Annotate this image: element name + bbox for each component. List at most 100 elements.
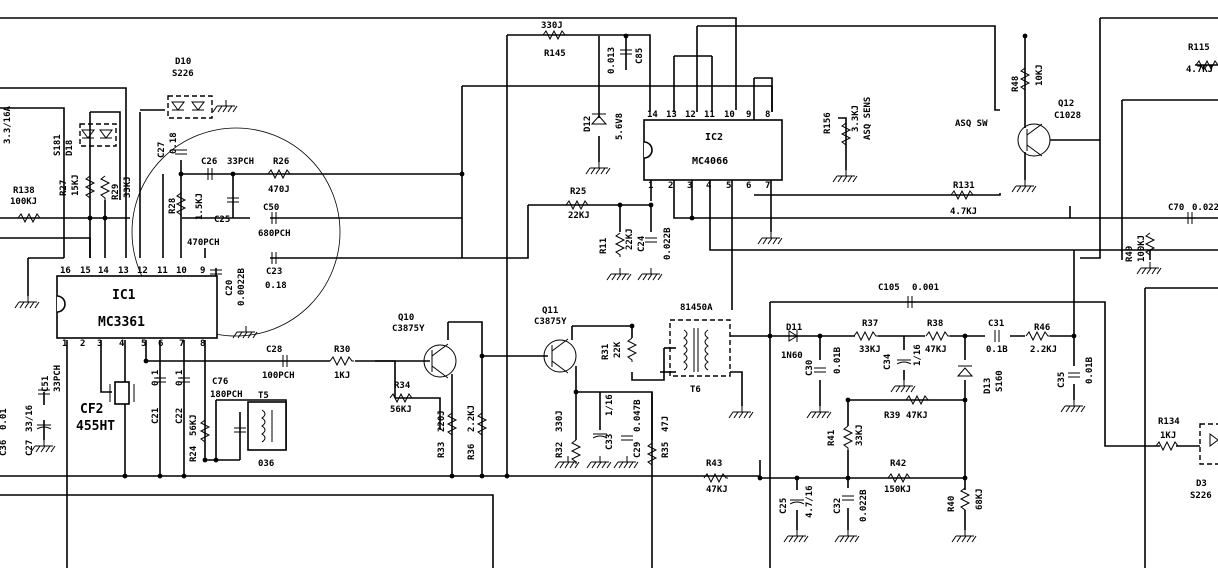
svg-text:C1028: C1028 [1054, 111, 1081, 121]
highlight-circle [131, 127, 341, 337]
svg-text:56KJ: 56KJ [189, 414, 199, 436]
svg-text:C21: C21 [151, 408, 161, 424]
svg-text:R156: R156 [823, 112, 833, 134]
svg-text:13: 13 [666, 110, 677, 120]
svg-text:1/16: 1/16 [605, 394, 615, 416]
svg-text:3.3/16A: 3.3/16A [3, 105, 13, 144]
svg-text:C35: C35 [1057, 372, 1067, 388]
svg-text:Q10: Q10 [398, 313, 414, 323]
svg-text:R31: R31 [601, 344, 611, 360]
svg-text:3.3KJ: 3.3KJ [851, 105, 861, 132]
svg-text:680PCH: 680PCH [258, 229, 291, 239]
svg-text:47KJ: 47KJ [925, 345, 947, 355]
svg-text:C29: C29 [633, 442, 643, 458]
svg-text:47J: 47J [661, 416, 671, 432]
svg-text:13: 13 [118, 266, 129, 276]
svg-text:036: 036 [258, 459, 274, 469]
svg-text:C36: C36 [0, 440, 9, 456]
svg-text:R38: R38 [927, 319, 943, 329]
svg-text:9: 9 [200, 266, 205, 276]
svg-text:C25: C25 [779, 498, 789, 514]
svg-text:33PCH: 33PCH [227, 157, 254, 167]
svg-text:0.022B: 0.022B [663, 227, 673, 260]
svg-text:D3: D3 [1196, 479, 1207, 489]
svg-text:47KJ: 47KJ [706, 485, 728, 495]
svg-text:7: 7 [179, 339, 184, 349]
svg-text:4: 4 [706, 181, 712, 191]
svg-text:10: 10 [176, 266, 187, 276]
svg-text:R134: R134 [1158, 417, 1180, 427]
svg-text:0.022B: 0.022B [859, 489, 869, 522]
svg-text:16: 16 [60, 266, 71, 276]
svg-text:5.6V8: 5.6V8 [615, 113, 625, 140]
svg-text:0.001: 0.001 [912, 283, 939, 293]
svg-text:C3875Y: C3875Y [534, 317, 567, 327]
svg-text:12: 12 [685, 110, 696, 120]
svg-text:8: 8 [200, 339, 205, 349]
svg-text:C34: C34 [883, 353, 893, 370]
svg-text:33KJ: 33KJ [123, 176, 133, 198]
svg-text:R34: R34 [394, 381, 411, 391]
svg-text:R43: R43 [706, 459, 722, 469]
svg-text:22KJ: 22KJ [568, 211, 590, 221]
svg-text:81450A: 81450A [680, 303, 713, 313]
svg-text:15KJ: 15KJ [71, 174, 81, 196]
svg-text:C31: C31 [988, 319, 1004, 329]
svg-text:C27: C27 [25, 440, 35, 456]
svg-text:14: 14 [647, 110, 658, 120]
svg-text:2: 2 [668, 181, 673, 191]
svg-text:IC2: IC2 [705, 132, 723, 143]
svg-text:9: 9 [746, 110, 751, 120]
svg-text:150KJ: 150KJ [884, 485, 911, 495]
svg-text:7: 7 [765, 181, 770, 191]
svg-text:C28: C28 [266, 345, 282, 355]
svg-text:33KJ: 33KJ [859, 345, 881, 355]
svg-text:C76: C76 [212, 377, 228, 387]
transistors [423, 123, 1051, 379]
svg-text:R26: R26 [273, 157, 289, 167]
svg-text:4.7KJ: 4.7KJ [1186, 65, 1213, 75]
svg-text:R30: R30 [334, 345, 350, 355]
svg-text:22KJ: 22KJ [625, 228, 635, 250]
svg-text:ASQ SENS: ASQ SENS [863, 97, 873, 140]
svg-text:33/16: 33/16 [25, 405, 35, 432]
svg-text:T6: T6 [690, 385, 701, 395]
svg-text:C50: C50 [263, 203, 279, 213]
resistors [17, 30, 1218, 513]
svg-text:MC3361: MC3361 [98, 315, 145, 330]
svg-text:C24: C24 [637, 235, 647, 252]
svg-text:C26: C26 [201, 157, 217, 167]
svg-text:180PCH: 180PCH [210, 390, 243, 400]
svg-text:3: 3 [687, 181, 692, 191]
svg-text:C20: C20 [225, 280, 235, 296]
svg-text:R115: R115 [1188, 43, 1210, 53]
svg-text:0.1B: 0.1B [986, 345, 1008, 355]
svg-text:ASQ SW: ASQ SW [955, 119, 988, 129]
svg-text:S160: S160 [995, 370, 1005, 392]
svg-text:R11: R11 [599, 238, 609, 254]
svg-text:C23: C23 [266, 267, 282, 277]
svg-text:Q12: Q12 [1058, 99, 1074, 109]
svg-text:R46: R46 [1034, 323, 1050, 333]
svg-text:1/16: 1/16 [913, 344, 923, 366]
svg-text:10KJ: 10KJ [1035, 64, 1045, 86]
transformers [109, 319, 731, 451]
svg-text:330J: 330J [555, 410, 565, 432]
svg-text:C25: C25 [214, 215, 230, 225]
svg-text:R35: R35 [661, 442, 671, 458]
svg-text:10: 10 [724, 110, 735, 120]
svg-text:330J: 330J [541, 21, 563, 31]
svg-text:C33: C33 [605, 434, 615, 450]
svg-text:R27: R27 [59, 180, 69, 196]
svg-text:12: 12 [137, 266, 148, 276]
wires [0, 17, 1218, 568]
svg-text:D18: D18 [65, 140, 75, 156]
svg-text:1: 1 [648, 181, 653, 191]
svg-text:220J: 220J [437, 410, 447, 432]
svg-text:0.18: 0.18 [169, 132, 179, 154]
svg-text:0.0022B: 0.0022B [237, 267, 247, 306]
svg-text:2: 2 [80, 339, 85, 349]
svg-text:R29: R29 [111, 184, 121, 200]
svg-text:1KJ: 1KJ [334, 371, 350, 381]
